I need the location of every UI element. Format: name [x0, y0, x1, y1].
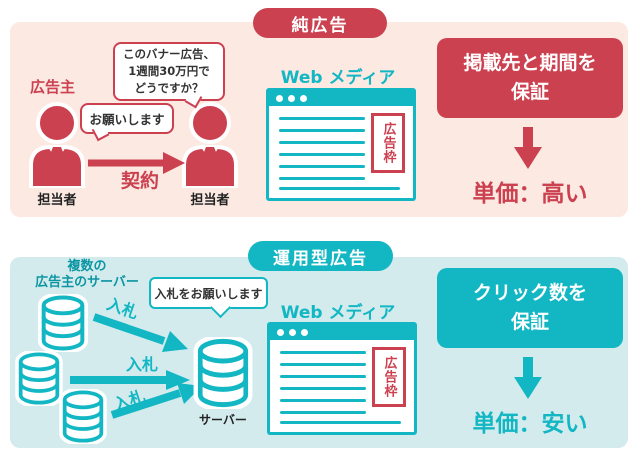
accept-label: お願いします [89, 112, 165, 127]
browser-titlebar [269, 91, 413, 106]
ad-slot-box: 広告枠 [372, 347, 406, 407]
down-arrow-icon [514, 357, 542, 399]
browser-window: 広告枠 [267, 322, 417, 435]
window-dot-icon [289, 329, 296, 336]
advertiser-label: 広告主 [30, 78, 76, 96]
database-icon [59, 389, 107, 444]
bid-arrow-icon [70, 370, 190, 390]
speech-bubble-bid-request: 入札をお願いします [149, 277, 268, 319]
content-line [280, 421, 401, 424]
content-line [280, 399, 366, 402]
guarantee-line-1: クリック数を [472, 281, 587, 304]
content-line [279, 141, 365, 144]
guarantee-line-1: 掲載先と期間を [463, 51, 597, 74]
content-line [279, 187, 400, 190]
content-line [279, 117, 365, 120]
server-caption: サーバー [199, 413, 247, 427]
pure-ad-badge-label: 純広告 [291, 15, 349, 36]
speech-bubble-offer: このバナー広告、 1週間30万円で どうですか？ [113, 42, 225, 109]
bid-request-label: 入札をお願いします [154, 286, 263, 301]
media-title: Web メディア [280, 303, 396, 323]
database-icon [37, 294, 89, 352]
guarantee-box: 掲載先と期間を 保証 [437, 38, 623, 118]
guarantee-box: クリック数を 保証 [437, 268, 623, 348]
ad-slot-label: 広告枠 [381, 356, 397, 398]
content-line [280, 351, 366, 354]
guarantee-line-2: 保証 [510, 81, 549, 103]
offer-line-1: このバナー広告、 [123, 47, 215, 62]
person-icon [29, 102, 85, 188]
ad-slot-label: 広告枠 [380, 122, 396, 164]
ad-slot-box: 広告枠 [371, 113, 405, 173]
database-icon [15, 351, 63, 406]
media-title: Web メディア [280, 68, 396, 88]
content-line [280, 411, 366, 414]
servers-label-line-2: 広告主のサーバー [35, 274, 139, 290]
person-icon [182, 102, 238, 188]
window-dot-icon [288, 95, 295, 102]
programmatic-ad-badge: 運用型広告 [248, 241, 393, 271]
browser-titlebar [270, 325, 414, 340]
content-line [280, 363, 366, 366]
server-database-icon [193, 337, 253, 409]
person-left-caption: 担当者 [37, 193, 77, 208]
bid-arrow-icon [92, 313, 188, 352]
servers-label-line-1: 複数の [67, 259, 107, 274]
content-line [280, 387, 366, 390]
advertiser-servers-label: 複数の 広告主のサーバー [16, 259, 158, 290]
down-arrow-icon [514, 127, 542, 169]
offer-line-2: 1週間30万円で [128, 64, 210, 79]
contract-arrow-label: 契約 [120, 170, 159, 192]
speech-bubble-accept: お願いします [80, 103, 174, 142]
content-line [279, 165, 365, 168]
offer-line-3: どうですか？ [134, 80, 204, 95]
window-dot-icon [276, 95, 283, 102]
content-line [279, 177, 365, 180]
person-right-caption: 担当者 [190, 193, 230, 208]
content-line [280, 375, 366, 378]
browser-window: 広告枠 [266, 88, 416, 201]
price-label: 単価：安い [472, 411, 588, 437]
content-line [279, 153, 365, 156]
pure-ad-badge: 純広告 [253, 8, 387, 38]
guarantee-line-2: 保証 [510, 311, 549, 333]
programmatic-ad-badge-label: 運用型広告 [273, 248, 368, 269]
window-dot-icon [300, 95, 307, 102]
contract-arrow-icon [88, 152, 185, 174]
window-dot-icon [301, 329, 308, 336]
content-line [279, 129, 365, 132]
window-dot-icon [277, 329, 284, 336]
bid-arrow-label: 入札 [126, 355, 159, 374]
price-label: 単価：高い [472, 181, 588, 207]
